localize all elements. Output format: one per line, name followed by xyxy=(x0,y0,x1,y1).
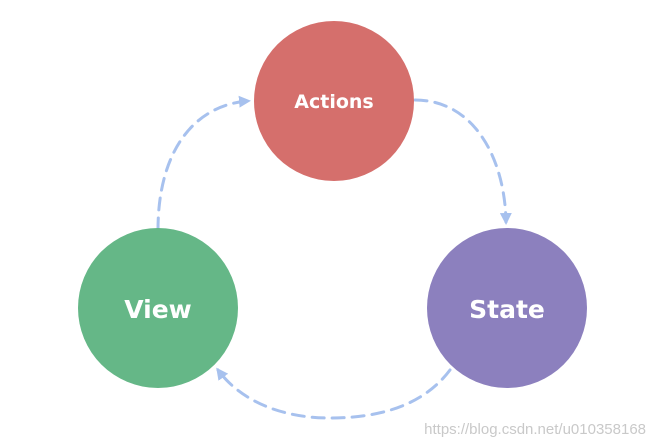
view-label: View xyxy=(124,295,192,324)
watermark-text: https://blog.csdn.net/u010358168 xyxy=(424,421,646,438)
state-circle xyxy=(427,228,587,388)
node-state: State xyxy=(427,228,587,388)
actions-label: Actions xyxy=(294,91,373,113)
state-label: State xyxy=(469,295,545,324)
view-circle xyxy=(78,228,238,388)
node-actions: Actions xyxy=(254,21,414,181)
edge-view-to-actions xyxy=(156,95,251,232)
edge-state-to-view xyxy=(216,367,452,420)
node-view: View xyxy=(78,228,238,388)
edge-actions-to-state xyxy=(413,98,512,225)
actions-circle xyxy=(254,21,414,181)
